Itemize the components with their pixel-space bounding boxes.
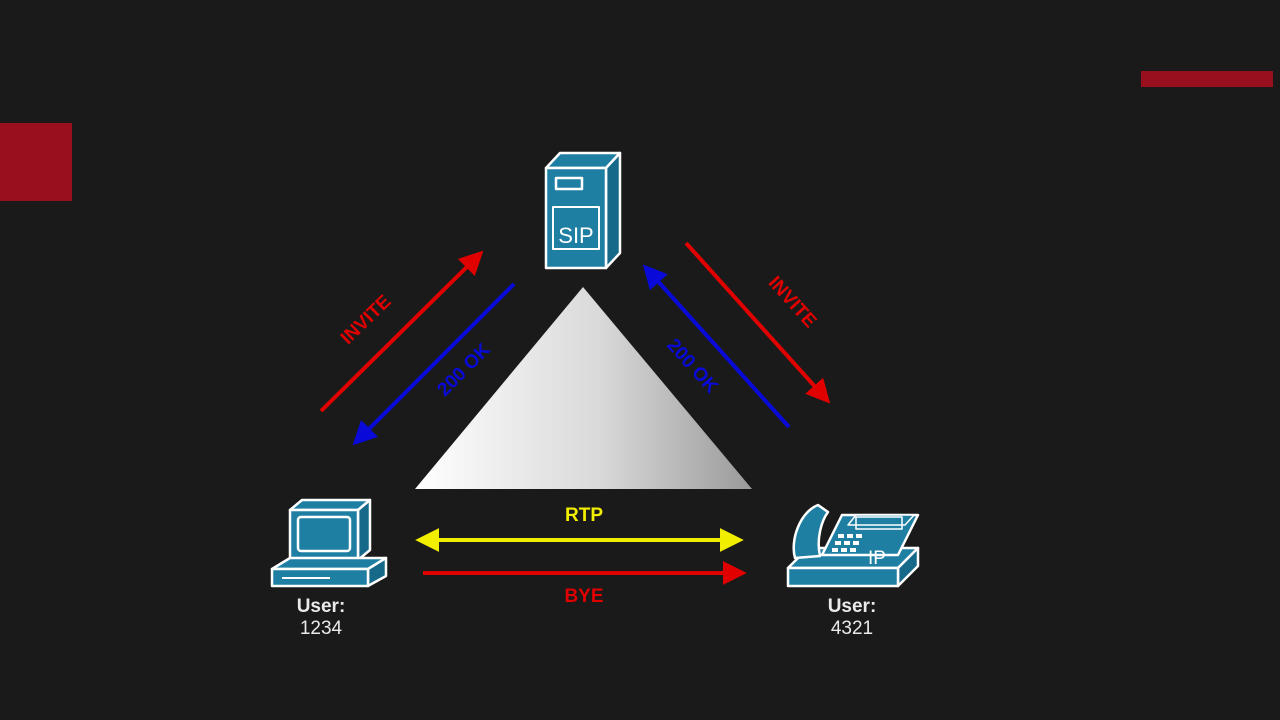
left-ok-arrow <box>352 282 516 446</box>
left-invite-arrow <box>319 250 484 413</box>
right-invite-arrow <box>684 241 831 404</box>
phone-ip-text: IP <box>868 548 886 569</box>
caller-user-label: User: 1234 <box>281 596 361 640</box>
left-invite-label: INVITE <box>337 291 396 349</box>
right-invite-label: INVITE <box>764 273 821 333</box>
right-ok-arrow <box>642 264 791 429</box>
decorative-red-square <box>0 123 72 201</box>
sip-server-icon <box>544 151 622 270</box>
callee-user-key: User: <box>827 596 877 617</box>
left-ok-label: 200 OK <box>434 339 495 400</box>
caller-user-key: User: <box>296 596 346 617</box>
server-sip-text: SIP <box>558 223 593 248</box>
callee-user-label: User: 4321 <box>812 596 892 640</box>
rtp-label: RTP <box>565 505 603 526</box>
decorative-red-bar <box>1141 71 1273 87</box>
ip-phone-icon <box>786 503 920 588</box>
callee-user-value: 4321 <box>830 618 874 639</box>
computer-icon <box>270 498 388 588</box>
network-triangle <box>415 287 752 489</box>
caller-user-value: 1234 <box>299 618 343 639</box>
bye-label: BYE <box>564 586 603 607</box>
